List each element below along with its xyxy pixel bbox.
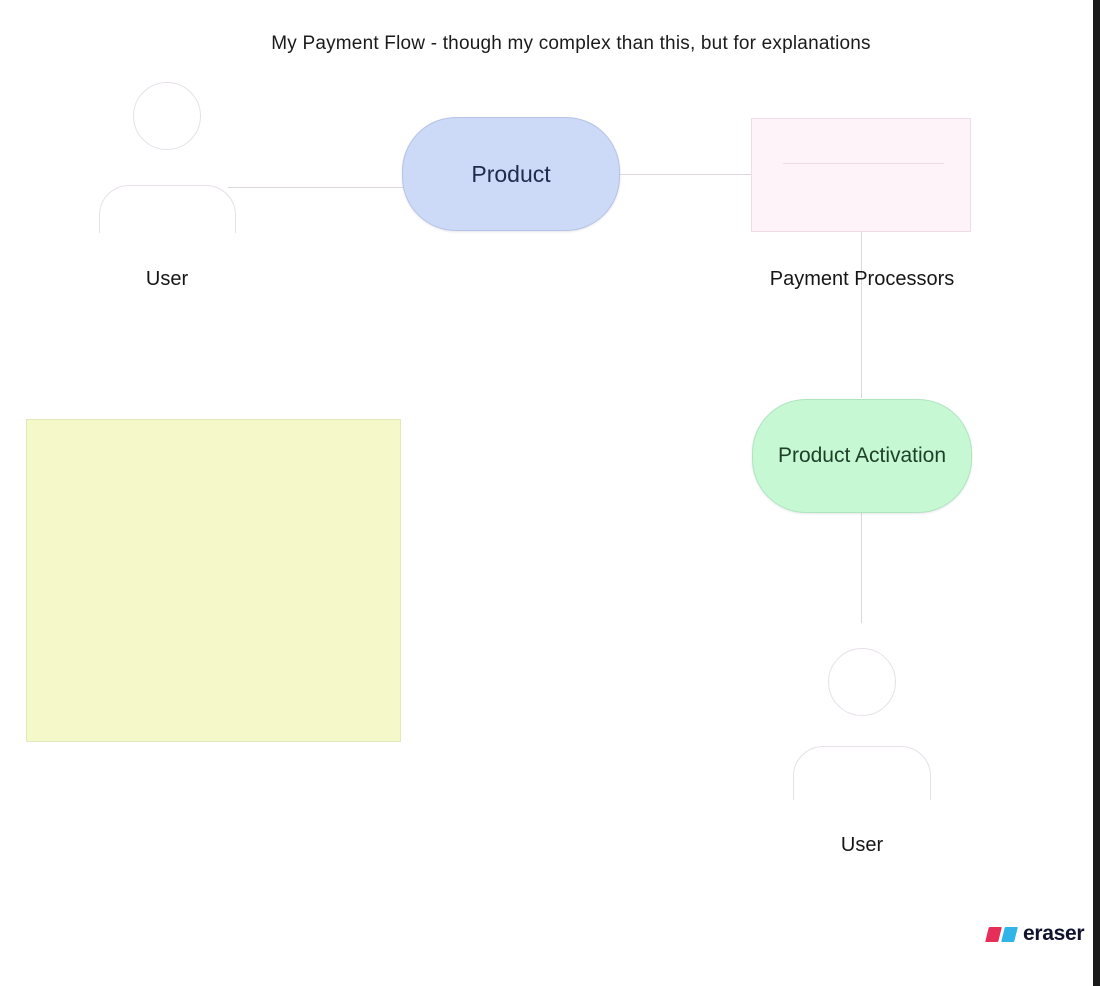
- user-node-bottom-label: User: [840, 834, 884, 856]
- sticky-note[interactable]: [26, 419, 401, 742]
- diagram-title: My Payment Flow - though my complex than…: [271, 33, 871, 54]
- product-activation-node-label: Product Activation: [777, 444, 947, 467]
- user-node-top-label: User: [145, 268, 189, 290]
- payment-processors-node[interactable]: [751, 118, 971, 232]
- screen-edge-strip: [1093, 0, 1100, 986]
- payment-processors-label: Payment Processors: [769, 268, 955, 290]
- card-icon: [783, 121, 944, 230]
- eraser-logo-text: eraser: [1023, 922, 1085, 945]
- edge-product-activation-to-user[interactable]: [861, 513, 862, 623]
- user-node-top[interactable]: [99, 82, 236, 233]
- edge-payment-processors-to-product-activation[interactable]: [861, 232, 862, 398]
- eraser-logo-blue-shape: [1001, 926, 1018, 942]
- eraser-logo-icon: [985, 926, 1018, 942]
- edge-product-to-payment-processors[interactable]: [619, 174, 752, 175]
- product-node[interactable]: Product: [402, 117, 620, 231]
- person-torso-icon: [793, 746, 931, 800]
- product-activation-node[interactable]: Product Activation: [752, 399, 972, 513]
- user-node-bottom[interactable]: [793, 648, 931, 800]
- eraser-logo[interactable]: eraser: [985, 922, 1085, 946]
- eraser-logo-red-shape: [985, 926, 1002, 942]
- edge-user-to-product[interactable]: [228, 187, 406, 188]
- card-stripe-icon: [783, 163, 944, 164]
- person-icon: [133, 82, 201, 150]
- person-torso-icon: [99, 185, 236, 233]
- product-node-label: Product: [471, 160, 551, 187]
- person-icon: [828, 648, 896, 716]
